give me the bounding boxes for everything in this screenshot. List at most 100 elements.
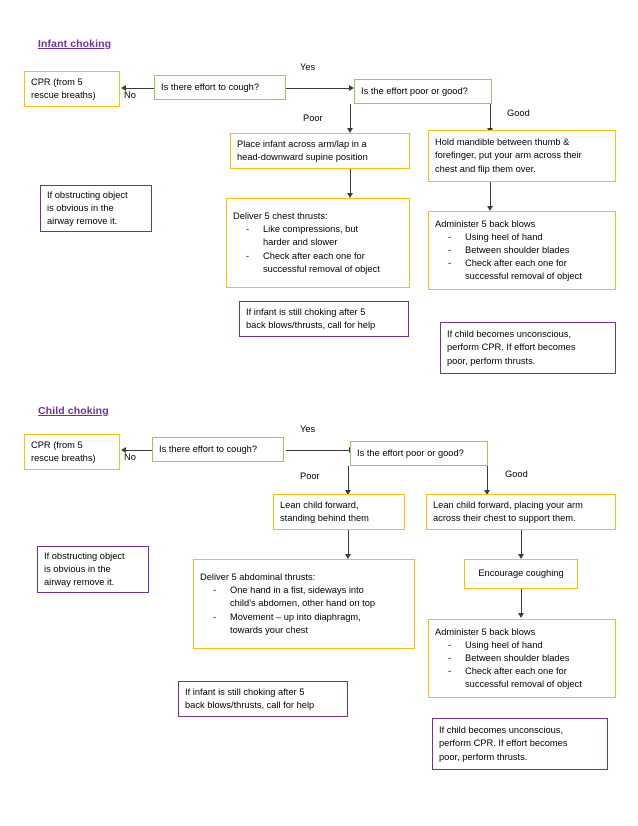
infant-back-blows-heading: Administer 5 back blows (435, 218, 536, 229)
infant-mandible-line1: Hold mandible between thumb & (435, 137, 570, 148)
section-title-infant: Infant choking (38, 38, 112, 50)
bullet-dash-icon: - (448, 258, 452, 269)
connector-infant-mandible-to-blows (490, 182, 492, 208)
child-back-blows-heading: Administer 5 back blows (435, 626, 536, 637)
infant-callhelp-line2: back blows/thrusts, call for help (246, 320, 376, 330)
child-node-effort-question[interactable]: Is there effort to cough? (152, 437, 284, 462)
list-item: - Check after each one for successful re… (233, 250, 403, 276)
infant-callhelp-line1: If infant is still choking after 5 (246, 306, 366, 317)
bullet-text: Like compressions, but (263, 224, 359, 235)
child-node-abdominal-thrusts[interactable]: Deliver 5 abdominal thrusts: - One hand … (193, 559, 415, 649)
connector-child-good (487, 466, 489, 492)
child-unconscious-line1: If child becomes unconscious, (439, 725, 564, 736)
list-item: - Using heel of hand (435, 231, 609, 244)
connector-child-question-to-pg (286, 450, 352, 452)
child-cpr-line2: rescue breaths) (31, 453, 96, 463)
child-abdominal-bullets: - One hand in a fist, sideways into chil… (200, 584, 408, 637)
arrowhead-child-good-icon (484, 490, 491, 495)
section-title-child: Child choking (38, 405, 109, 417)
infant-obstructing-line2: is obvious in the (47, 202, 114, 213)
bullet-dash-icon: - (448, 244, 452, 255)
connector-infant-good (490, 104, 492, 130)
bullet-cont: child’s abdomen, other hand on top (230, 598, 376, 609)
infant-node-back-blows[interactable]: Administer 5 back blows - Using heel of … (428, 211, 616, 290)
infant-note-obstructing-object[interactable]: If obstructing object is obvious in the … (40, 185, 152, 232)
arrowhead-infant-poor-icon (347, 128, 354, 133)
bullet-dash-icon: - (246, 224, 250, 235)
infant-node-hold-mandible[interactable]: Hold mandible between thumb & forefinger… (428, 130, 616, 182)
child-node-lean-forward-good[interactable]: Lean child forward, placing your arm acr… (426, 494, 616, 530)
arrowhead-infant-thrusts-icon (347, 193, 354, 198)
infant-node-effort-question[interactable]: Is there effort to cough? (154, 75, 286, 100)
bullet-text: Between shoulder blades (465, 244, 570, 255)
infant-node-chest-thrusts[interactable]: Deliver 5 chest thrusts: - Like compress… (226, 198, 410, 288)
edge-label-child-no: No (124, 452, 136, 462)
arrowhead-child-encourage-icon (518, 554, 525, 559)
bullet-text: Check after each one for (465, 666, 567, 677)
child-node-cpr[interactable]: CPR (from 5 rescue breaths) (24, 434, 120, 470)
edge-label-child-yes: Yes (300, 424, 316, 434)
infant-unconscious-line3: poor, perform thrusts. (447, 355, 536, 366)
bullet-text: One hand in a fist, sideways into (230, 585, 364, 596)
child-callhelp-line2: back blows/thrusts, call for help (185, 700, 315, 710)
infant-node-place-infant[interactable]: Place infant across arm/lap in a head-do… (230, 133, 410, 169)
bullet-cont: harder and slower (263, 237, 338, 248)
bullet-cont: successful removal of object (465, 679, 582, 690)
edge-label-child-good: Good (505, 469, 528, 479)
list-item: - Between shoulder blades (435, 244, 609, 257)
infant-note-unconscious[interactable]: If child becomes unconscious, perform CP… (440, 322, 616, 374)
connector-child-question-to-cpr (126, 450, 154, 452)
infant-poor-or-good-text: Is the effort poor or good? (361, 85, 468, 96)
child-note-call-for-help[interactable]: If infant is still choking after 5 back … (178, 681, 348, 717)
bullet-dash-icon: - (213, 585, 217, 596)
child-encourage-text: Encourage coughing (478, 568, 564, 579)
arrowhead-child-to-cpr-icon (121, 446, 126, 453)
bullet-cont: successful removal of object (263, 263, 380, 274)
list-item: - Movement – up into diaphragm, towards … (200, 611, 408, 637)
child-lean-poor-line2: standing behind them (280, 513, 369, 523)
child-node-poor-or-good[interactable]: Is the effort poor or good? (350, 441, 488, 466)
arrowhead-infant-to-cpr-icon (121, 84, 126, 91)
arrowhead-infant-to-pg-icon (349, 84, 354, 91)
bullet-text: Check after each one for (263, 250, 365, 261)
list-item: - Using heel of hand (435, 639, 609, 652)
edge-label-infant-good: Good (507, 108, 530, 118)
edge-label-infant-poor: Poor (303, 113, 323, 123)
infant-node-cpr[interactable]: CPR (from 5 rescue breaths) (24, 71, 120, 107)
infant-place-line2: head-downward supine position (237, 152, 368, 162)
arrowhead-infant-blows-icon (487, 206, 494, 211)
infant-obstructing-line3: airway remove it. (47, 216, 118, 227)
child-obstructing-line3: airway remove it. (44, 577, 115, 588)
edge-label-infant-yes: Yes (300, 62, 316, 72)
child-node-back-blows[interactable]: Administer 5 back blows - Using heel of … (428, 619, 616, 698)
child-obstructing-line1: If obstructing object (44, 550, 125, 561)
infant-effort-question-text: Is there effort to cough? (161, 81, 260, 92)
connector-infant-question-to-cpr (126, 88, 154, 90)
child-abdominal-heading: Deliver 5 abdominal thrusts: (200, 572, 316, 583)
child-note-unconscious[interactable]: If child becomes unconscious, perform CP… (432, 718, 608, 770)
connector-child-encourage-to-blows (521, 589, 523, 615)
child-node-lean-forward-poor[interactable]: Lean child forward, standing behind them (273, 494, 405, 530)
arrowhead-child-blows-icon (518, 613, 525, 618)
list-item: - One hand in a fist, sideways into chil… (200, 584, 408, 610)
child-lean-good-line2: across their chest to support them. (433, 513, 576, 523)
child-node-encourage-coughing[interactable]: Encourage coughing (464, 559, 578, 589)
list-item: - Check after each one for successful re… (435, 665, 609, 691)
connector-infant-question-to-pg (286, 88, 352, 90)
infant-unconscious-line2: perform CPR. If effort becomes (447, 342, 576, 353)
bullet-cont: successful removal of object (465, 271, 582, 282)
infant-chest-thrusts-heading: Deliver 5 chest thrusts: (233, 211, 328, 222)
infant-cpr-line1: CPR (from 5 (31, 76, 83, 87)
child-effort-question-text: Is there effort to cough? (159, 443, 258, 454)
connector-child-lean-to-encourage (521, 530, 523, 556)
child-back-blows-bullets: - Using heel of hand - Between shoulder … (435, 639, 609, 692)
child-unconscious-line2: perform CPR. If effort becomes (439, 738, 568, 749)
child-note-obstructing-object[interactable]: If obstructing object is obvious in the … (37, 546, 149, 593)
infant-node-poor-or-good[interactable]: Is the effort poor or good? (354, 79, 492, 104)
child-callhelp-line1: If infant is still choking after 5 (185, 686, 305, 697)
infant-mandible-line3: chest and flip them over. (435, 163, 536, 174)
list-item: - Check after each one for successful re… (435, 257, 609, 283)
infant-note-call-for-help[interactable]: If infant is still choking after 5 back … (239, 301, 409, 337)
edge-label-infant-no: No (124, 90, 136, 100)
